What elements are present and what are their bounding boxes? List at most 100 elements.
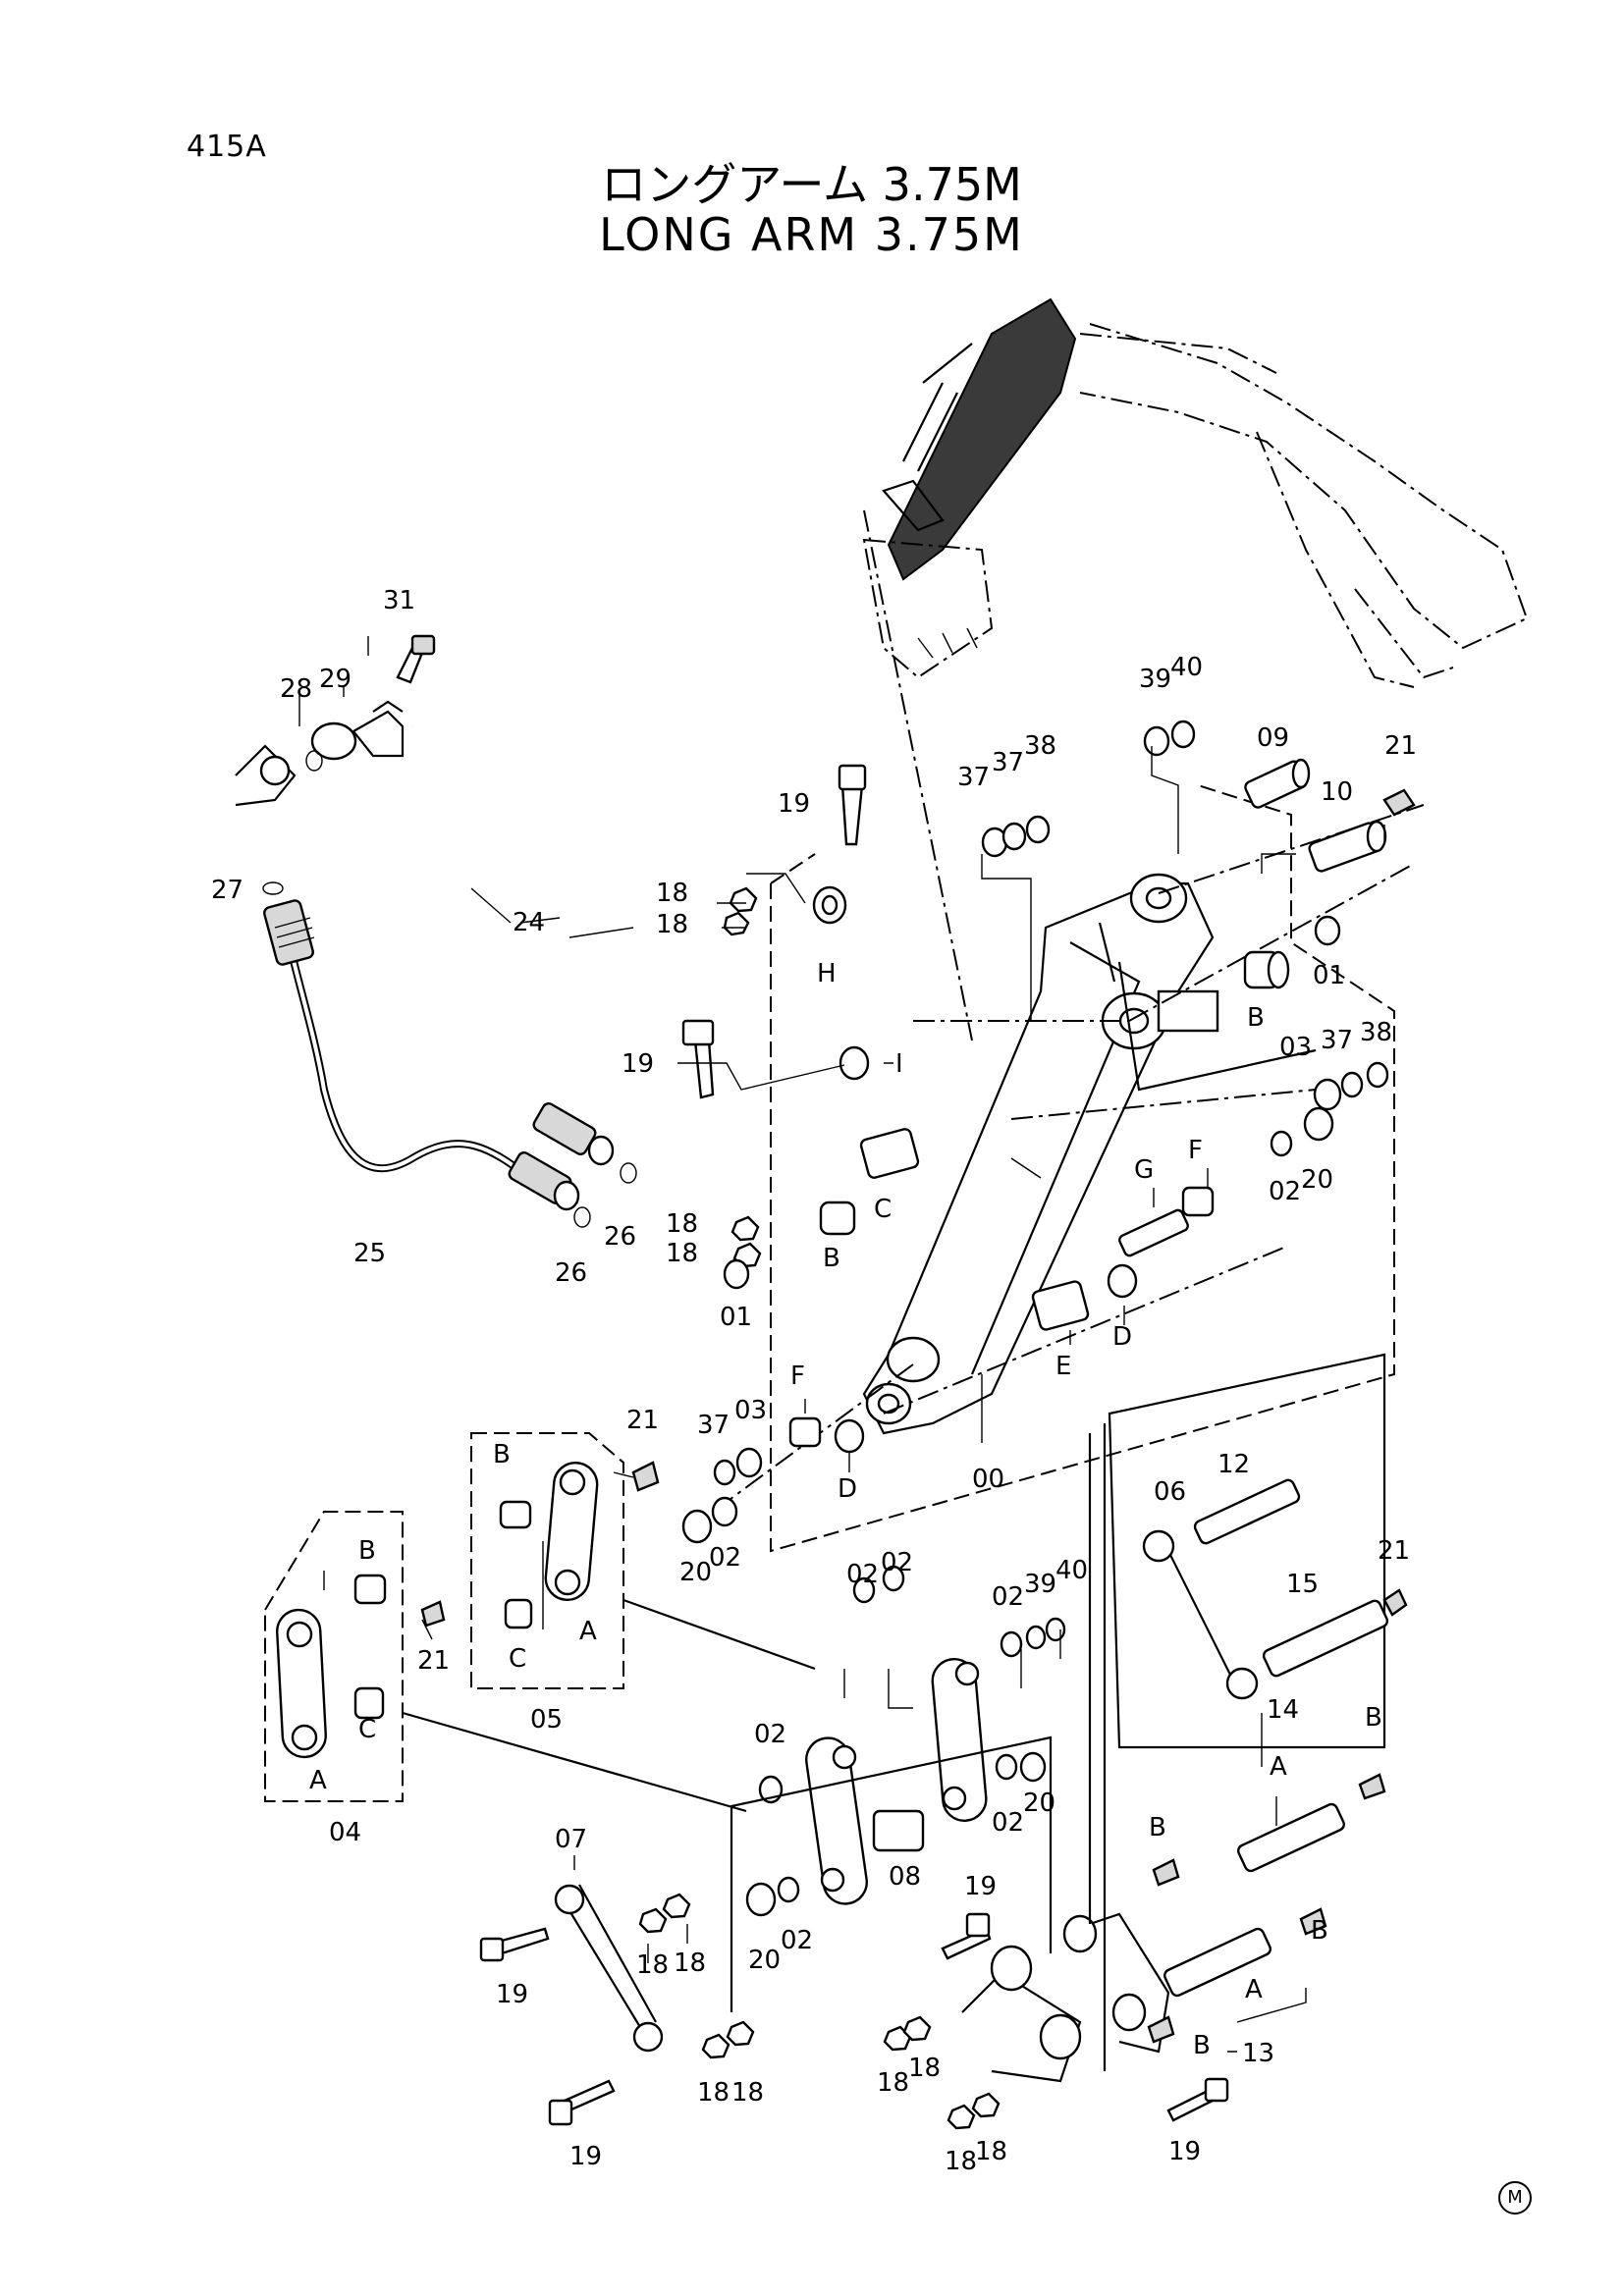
callout-19-top: 19 (778, 789, 810, 819)
callout-02h: 02 (781, 1926, 813, 1955)
callout-18a: 18 (656, 879, 688, 908)
callout-02g: 02 (992, 1808, 1024, 1838)
callout-18k: 18 (945, 2147, 977, 2176)
arm-structure (726, 509, 1425, 1553)
callout-40b: 40 (1055, 1556, 1088, 1585)
callout-20-right: 20 (1301, 1165, 1333, 1195)
callout-I: I (895, 1049, 903, 1079)
callout-13: 13 (1242, 2039, 1274, 2068)
callout-21-top: 21 (1384, 731, 1417, 761)
callout-18j: 18 (908, 2054, 941, 2083)
callout-02c: 02 (846, 1560, 879, 1589)
callout-40-top: 40 (1170, 653, 1203, 682)
pins-bushings (681, 720, 1416, 1544)
callout-05: 05 (530, 1705, 563, 1735)
callout-B-04: B (358, 1536, 376, 1566)
callout-18c: 18 (666, 1209, 698, 1239)
callout-24: 24 (513, 908, 545, 937)
callout-01-right: 01 (1313, 961, 1345, 990)
callout-20d: 20 (748, 1946, 781, 1975)
callout-26a: 26 (555, 1258, 587, 1288)
title-japanese: ロングアーム 3.75M (601, 158, 1022, 211)
callout-26b: 26 (604, 1222, 636, 1252)
callout-29: 29 (319, 665, 352, 694)
callout-02-lower: 02 (709, 1543, 741, 1573)
callout-03-lower: 03 (734, 1396, 767, 1425)
callout-19e: 19 (964, 1872, 997, 1901)
callout-39-top: 39 (1139, 665, 1171, 694)
lower-linkage (402, 961, 1408, 2130)
callout-21-right-lower: 21 (1378, 1536, 1410, 1566)
callout-25: 25 (353, 1239, 386, 1268)
callout-37d: 37 (697, 1411, 730, 1440)
callout-28: 28 (280, 674, 312, 704)
callout-C-mid: C (874, 1195, 892, 1224)
callout-B-mid: B (823, 1244, 840, 1273)
hose-assembly (235, 634, 637, 1228)
callout-20-lower: 20 (679, 1558, 712, 1587)
excavator-thumbnail (862, 297, 1529, 688)
leader-lines (298, 636, 1385, 2053)
callout-06: 06 (1154, 1477, 1186, 1507)
callout-18g: 18 (697, 2078, 730, 2108)
callout-27: 27 (211, 876, 243, 905)
callout-37b: 37 (992, 748, 1024, 777)
callout-D-upper: D (1112, 1322, 1132, 1352)
callout-B-13-right: B (1311, 1916, 1328, 1946)
callout-18l: 18 (975, 2137, 1007, 2166)
link-05-group (470, 1432, 660, 1689)
callout-01-left: 01 (720, 1303, 752, 1332)
callout-19f: 19 (1168, 2137, 1201, 2166)
page-code: 415A (187, 130, 267, 164)
callout-08: 08 (889, 1862, 921, 1892)
callout-19-left: 19 (622, 1049, 654, 1079)
callout-15: 15 (1286, 1570, 1319, 1599)
callout-38-top: 38 (1024, 731, 1056, 761)
callout-18h: 18 (731, 2078, 764, 2108)
callout-19c: 19 (496, 1980, 528, 2009)
callout-labels: 31 28 29 27 24 25 26 26 39 40 09 21 10 3… (211, 586, 1417, 2176)
callout-02d: 02 (881, 1548, 913, 1577)
callout-38-right: 38 (1360, 1018, 1392, 1047)
title-english: LONG ARM 3.75M (599, 208, 1024, 261)
callout-00: 00 (972, 1465, 1004, 1494)
callout-C-04: C (358, 1715, 376, 1744)
callout-D-lower: D (838, 1474, 857, 1504)
callout-E: E (1055, 1352, 1071, 1381)
callout-A-04: A (309, 1766, 327, 1795)
callout-03-right: 03 (1279, 1033, 1312, 1062)
callout-07: 07 (555, 1825, 587, 1854)
callout-B-right: B (1247, 1003, 1265, 1033)
callout-A-14: A (1270, 1752, 1287, 1782)
callout-21-05: 21 (626, 1406, 659, 1435)
callout-10: 10 (1321, 777, 1353, 807)
callout-02f: 02 (754, 1720, 786, 1749)
callout-A-05: A (579, 1617, 597, 1646)
callout-18i: 18 (877, 2068, 909, 2098)
callout-F-lower: F (790, 1362, 805, 1391)
callout-19d: 19 (569, 2142, 602, 2171)
callout-C-05: C (509, 1644, 526, 1674)
callout-B-14-left: B (1149, 1813, 1166, 1842)
callout-20c: 20 (1023, 1789, 1055, 1818)
callout-G: G (1134, 1155, 1154, 1185)
callout-31: 31 (383, 586, 415, 615)
maker-mark: M (1498, 2181, 1532, 2215)
callout-21-04: 21 (417, 1646, 450, 1676)
callout-37a: 37 (957, 763, 990, 792)
callout-09: 09 (1257, 723, 1289, 753)
callout-B-05: B (493, 1440, 511, 1469)
callout-39b: 39 (1024, 1570, 1056, 1599)
callout-37c: 37 (1321, 1026, 1353, 1055)
callout-B-13-left: B (1193, 2031, 1211, 2060)
callout-18e: 18 (636, 1950, 669, 1980)
callout-A-13: A (1245, 1975, 1263, 2004)
callout-H: H (817, 959, 837, 988)
callout-B-14-right: B (1365, 1703, 1382, 1733)
callout-02-right: 02 (1269, 1177, 1301, 1206)
callout-18d: 18 (666, 1239, 698, 1268)
callout-12: 12 (1217, 1450, 1250, 1479)
callout-04: 04 (329, 1818, 361, 1847)
callout-02e: 02 (992, 1582, 1024, 1612)
